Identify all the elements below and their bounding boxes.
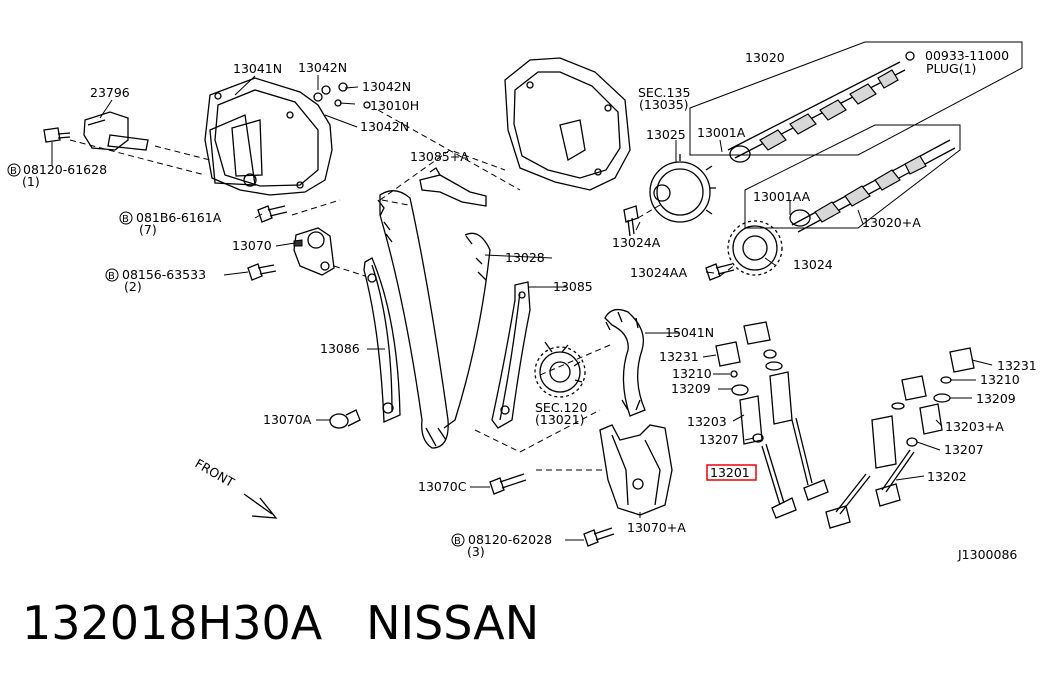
- callout-13231-right: 13231: [997, 358, 1037, 373]
- callout-sec120: SEC.120: [535, 400, 587, 415]
- callout-13202: 13202: [927, 469, 967, 484]
- callout-sec135: SEC.135: [638, 85, 690, 100]
- callout-13231-left: 13231: [659, 349, 699, 364]
- callout-08156-63533: 08156-63533: [122, 267, 206, 282]
- callout-08120-61628: 08120-61628: [23, 162, 107, 177]
- oil-pump-chain-drawing: [604, 308, 646, 417]
- callout-13042n-low: 13042N: [360, 119, 409, 134]
- callout-13020a: 13020+A: [862, 215, 921, 230]
- callout-13042n-top: 13042N: [298, 60, 347, 75]
- callout-13070-plus-a: 13070+A: [627, 520, 686, 535]
- callout-13203-left: 13203: [687, 414, 727, 429]
- brand-name: NISSAN: [366, 596, 540, 650]
- bolt-drawing-1: [43, 127, 71, 166]
- bolt-drawing-2: [257, 205, 288, 223]
- callout-sec120-ref: (13021): [535, 412, 585, 427]
- callout-13070a: 13070A: [263, 412, 312, 427]
- callout-13085: 13085: [553, 279, 593, 294]
- front-arrow: [243, 493, 278, 519]
- circled-b-markers: [7, 163, 465, 547]
- exhaust-sprocket-drawing: [727, 220, 783, 276]
- callout-00933-11000: 00933-11000: [925, 48, 1009, 63]
- leader-lines: [99, 75, 993, 541]
- crank-sprocket-drawing: [534, 341, 586, 398]
- bolt-drawing-4: [489, 473, 527, 495]
- callout-13207-right: 13207: [944, 442, 984, 457]
- callout-13024: 13024: [793, 257, 833, 272]
- callout-13085a: 13085+A: [410, 149, 469, 164]
- slack-guide-drawing: [363, 257, 401, 423]
- callout-13028: 13028: [505, 250, 545, 265]
- highlight-box-13201: [706, 464, 757, 481]
- cam-sprocket-drawing: [649, 154, 716, 223]
- circled-b-2: B: [122, 214, 129, 225]
- front-label: FRONT: [193, 456, 238, 491]
- tensioner-drawing: [293, 227, 335, 276]
- callout-13020: 13020: [745, 50, 785, 65]
- upper-guide-drawing: [419, 167, 487, 207]
- callout-23796: 23796: [90, 85, 130, 100]
- callout-13001a: 13001A: [697, 125, 746, 140]
- head-cover-drawing: [504, 57, 631, 191]
- callout-15041n: 15041N: [665, 325, 714, 340]
- part-caption: 132018H30A NISSAN: [22, 596, 1022, 666]
- callout-13025: 13025: [646, 127, 686, 142]
- diagram-id: J1300086: [957, 547, 1017, 562]
- bolt-drawing-3: [247, 263, 277, 281]
- callout-qty-2: (2): [124, 279, 142, 294]
- callout-13086: 13086: [320, 341, 360, 356]
- tension-guide-drawing: [491, 281, 531, 429]
- callout-13041n: 13041N: [233, 61, 282, 76]
- callout-13024aa: 13024AA: [630, 265, 688, 280]
- seal-drawings: [313, 82, 371, 109]
- circled-b-4: B: [454, 536, 461, 547]
- cam-sensor-drawing: [83, 111, 149, 151]
- callout-13070: 13070: [232, 238, 272, 253]
- callout-13210-left: 13210: [672, 366, 712, 381]
- circled-b-3: B: [108, 271, 115, 282]
- bolt-drawing-6: [623, 205, 639, 237]
- valve-train-left-drawing: [715, 321, 829, 519]
- callout-13024a: 13024A: [612, 235, 661, 250]
- camshaft-exhaust-drawing: [744, 124, 961, 233]
- callout-13070c: 13070C: [418, 479, 467, 494]
- pivot-pin-drawing: [329, 409, 361, 429]
- front-cover-drawing: [204, 77, 333, 196]
- callout-sec135-ref: (13035): [639, 97, 689, 112]
- callout-qty-3: (3): [467, 544, 485, 559]
- part-number: 132018H30A: [22, 596, 323, 650]
- callout-13042n-mid: 13042N: [362, 79, 411, 94]
- callout-08120-62028: 08120-62028: [468, 532, 552, 547]
- callout-13201: 13201: [710, 465, 750, 480]
- caption-gap: [322, 596, 366, 650]
- callout-13203a-right: 13203+A: [945, 419, 1004, 434]
- callout-13210-right: 13210: [980, 372, 1020, 387]
- dashed-reference-lines: [69, 109, 736, 471]
- callout-081b6-6161a: 081B6-6161A: [136, 210, 222, 225]
- bolt-drawing-7: [705, 263, 735, 281]
- callout-13209-left: 13209: [671, 381, 711, 396]
- valve-train-right-drawing: [825, 347, 975, 529]
- callout-qty-1: (1): [22, 174, 40, 189]
- callout-qty-7: (7): [139, 222, 157, 237]
- callout-plug: PLUG(1): [926, 61, 976, 76]
- bolt-drawing-5: [583, 527, 615, 547]
- timing-chain-drawing: [377, 190, 491, 449]
- callout-13010h: 13010H: [370, 98, 419, 113]
- lower-tensioner-drawing: [599, 424, 673, 516]
- camshaft-intake-drawing: [689, 41, 1023, 163]
- callout-13209-right: 13209: [976, 391, 1016, 406]
- callout-13001aa: 13001AA: [753, 189, 811, 204]
- parts-diagram: B B B B 13041N 13042N 13042N 13010H 1304…: [7, 41, 1037, 562]
- callout-13207-left: 13207: [699, 432, 739, 447]
- circled-b-1: B: [10, 166, 17, 177]
